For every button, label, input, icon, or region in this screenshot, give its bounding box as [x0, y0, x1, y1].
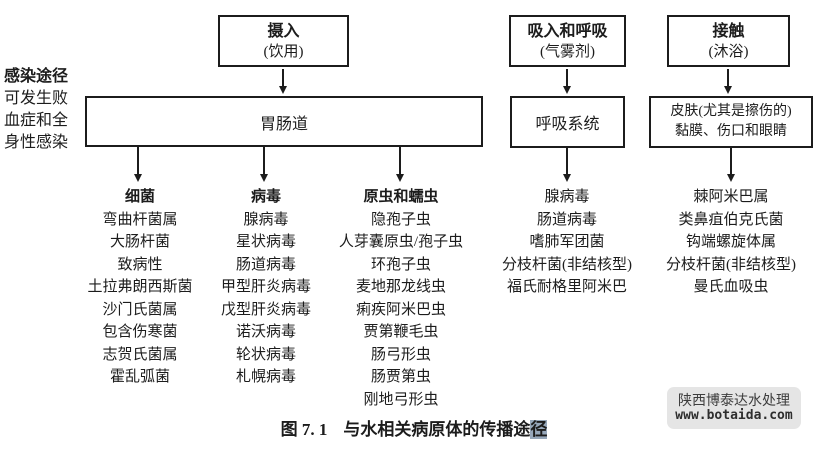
box-title-line2: 黏膜、伤口和眼睛 [675, 124, 787, 139]
bacteria-column: 细菌 弯曲杆菌属 大肠杆菌 致病性 土拉弗朗西斯菌 沙门氏菌属 包含伤寒菌 志贺… [48, 186, 232, 389]
box-title: 接触 [712, 22, 745, 40]
list-item: 麦地那龙线虫 [355, 279, 446, 295]
list-item: 类鼻疽伯克氏菌 [678, 211, 784, 228]
column-header: 原虫和蠕虫 [363, 189, 439, 205]
list-item: 环孢子虫 [370, 256, 431, 273]
list-item: 肠道病毒 [536, 211, 597, 228]
list-item: 分枝杆菌(非结核型) [502, 256, 632, 273]
list-item: 轮状病毒 [235, 346, 296, 363]
arrow-down-icon [563, 69, 571, 94]
list-item: 痢疾阿米巴虫 [355, 301, 446, 318]
note-line: 感染途径 [4, 68, 69, 85]
respiratory-pathogens-column: 腺病毒 肠道病毒 嗜肺军团菌 分枝杆菌(非结核型) 福氏耐格里阿米巴 [472, 186, 662, 299]
list-item: 钩端螺旋体属 [685, 234, 776, 250]
figure-number: 图 7. 1 [280, 420, 328, 439]
box-skin-mucosa: 皮肤(尤其是擦伤的) 黏膜、伤口和眼睛 [649, 96, 813, 148]
list-item: 札幌病毒 [235, 369, 296, 385]
list-item: 肠弓形虫 [370, 346, 431, 363]
box-contact: 接触 (沐浴) [667, 15, 790, 67]
box-title-line1: 皮肤(尤其是擦伤的) [670, 104, 792, 119]
note-line: 身性感染 [4, 134, 69, 151]
arrow-down-icon [727, 148, 735, 182]
arrow-down-icon [260, 147, 268, 182]
list-item: 肠贾第虫 [370, 369, 431, 385]
list-item: 嗜肺军团菌 [529, 234, 605, 250]
arrow-down-icon [563, 148, 571, 182]
list-item: 隐孢子虫 [370, 211, 431, 228]
skin-pathogens-column: 棘阿米巴属 类鼻疽伯克氏菌 钩端螺旋体属 分枝杆菌(非结核型) 曼氏血吸虫 [636, 186, 826, 299]
list-item: 志贺氏菌属 [102, 346, 178, 363]
list-item: 戊型肝炎病毒 [220, 301, 311, 318]
list-item: 甲型肝炎病毒 [220, 279, 311, 295]
protozoa-helminths-column: 原虫和蠕虫 隐孢子虫 人芽囊原虫/孢子虫 环孢子虫 麦地那龙线虫 痢疾阿米巴虫 … [306, 186, 496, 411]
box-title: 摄入 [267, 22, 300, 40]
list-item: 曼氏血吸虫 [693, 279, 769, 295]
list-item: 诺沃病毒 [235, 324, 296, 340]
caption-highlighted-char: 径 [530, 420, 548, 439]
note-line: 血症和全 [4, 112, 69, 129]
box-inhalation: 吸入和呼吸 (气雾剂) [509, 15, 626, 67]
list-item: 包含伤寒菌 [102, 324, 178, 340]
arrow-down-icon [724, 69, 732, 94]
list-item: 星状病毒 [235, 234, 296, 250]
figure-caption: 图 7. 1 与水相关病原体的传播途径 [0, 415, 828, 440]
list-item: 贾第鞭毛虫 [363, 324, 439, 340]
arrow-down-icon [134, 147, 142, 182]
watermark-company: 陕西博泰达水处理 [678, 392, 790, 408]
box-ingestion: 摄入 (饮用) [218, 15, 349, 67]
list-item: 人芽囊原虫/孢子虫 [338, 234, 464, 250]
box-subtitle: (沐浴) [708, 43, 749, 60]
arrow-down-icon [279, 69, 287, 94]
list-item: 土拉弗朗西斯菌 [87, 279, 193, 295]
list-item: 致病性 [117, 256, 163, 273]
viruses-column: 病毒 腺病毒 星状病毒 肠道病毒 甲型肝炎病毒 戊型肝炎病毒 诺沃病毒 轮状病毒… [176, 186, 356, 389]
infection-route-note: 感染途径 可发生败 血症和全 身性感染 [4, 66, 80, 154]
arrow-down-icon [396, 147, 404, 182]
list-item: 沙门氏菌属 [102, 301, 178, 318]
column-header: 病毒 [250, 189, 281, 205]
list-item: 分枝杆菌(非结核型) [666, 256, 796, 273]
list-item: 福氏耐格里阿米巴 [506, 279, 627, 295]
list-item: 弯曲杆菌属 [102, 211, 178, 228]
watermark-badge: 陕西博泰达水处理 www.botaida.com [667, 387, 801, 429]
box-respiratory-system: 呼吸系统 [510, 96, 625, 148]
caption-text: 与水相关病原体的传播途 [343, 420, 531, 439]
box-gastrointestinal: 胃肠道 [85, 96, 483, 147]
box-title: 胃肠道 [259, 115, 308, 133]
list-item: 霍乱弧菌 [109, 369, 170, 385]
list-item: 刚地弓形虫 [363, 391, 439, 408]
list-item: 腺病毒 [544, 189, 590, 205]
list-item: 腺病毒 [243, 211, 289, 228]
list-item: 棘阿米巴属 [693, 189, 769, 205]
column-header: 细菌 [124, 189, 155, 205]
note-line: 可发生败 [4, 90, 69, 107]
list-item: 肠道病毒 [235, 256, 296, 273]
watermark-url: www.botaida.com [675, 408, 793, 423]
box-title: 呼吸系统 [535, 116, 600, 133]
box-subtitle: (饮用) [263, 43, 304, 60]
box-title: 吸入和呼吸 [527, 22, 608, 40]
box-subtitle: (气雾剂) [540, 43, 595, 60]
list-item: 大肠杆菌 [109, 234, 170, 250]
